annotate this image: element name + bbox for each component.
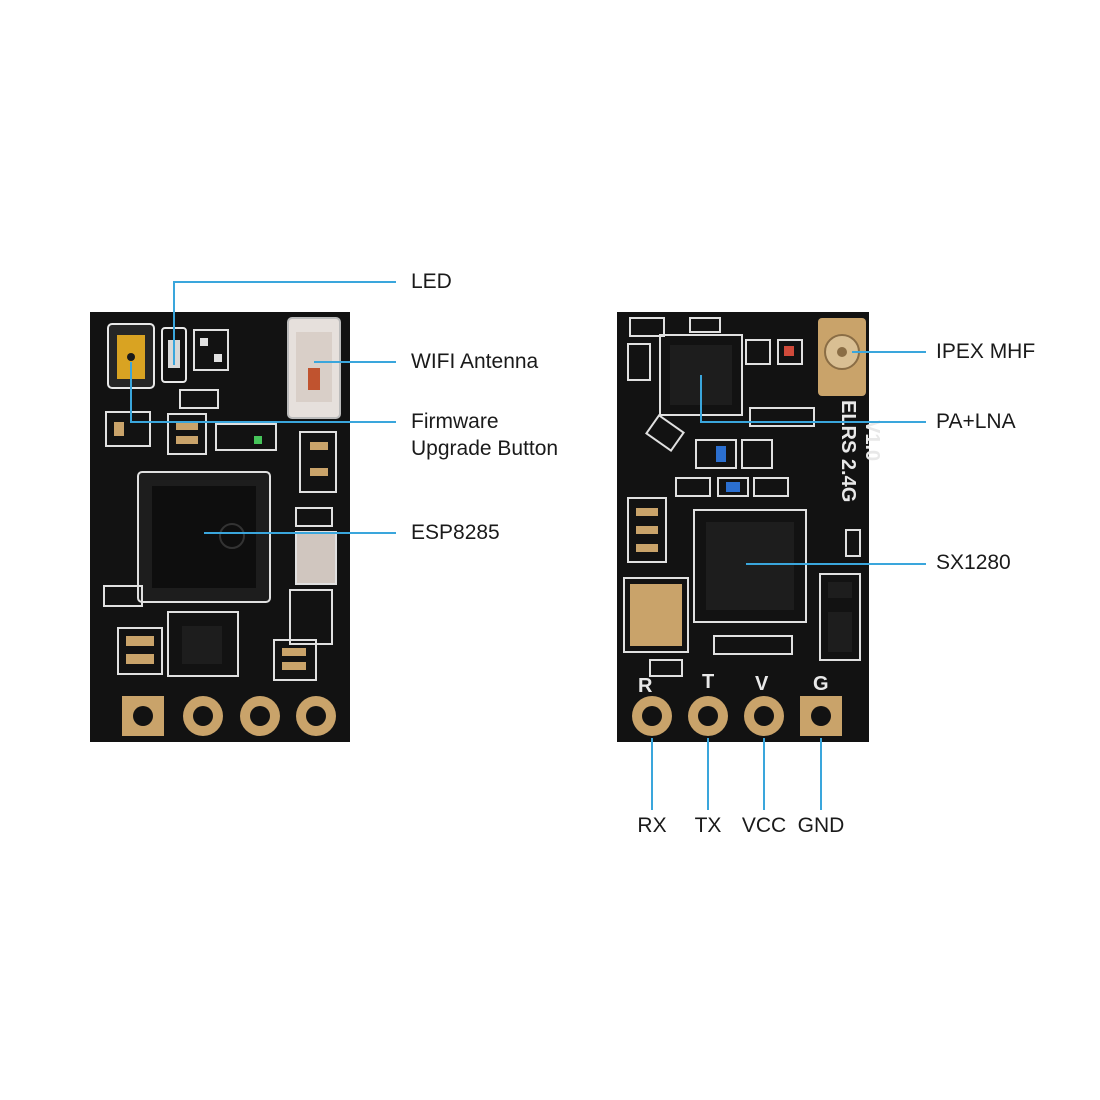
component-pad [126, 636, 154, 646]
pin-letter-t: T [702, 671, 714, 693]
ipex-center [837, 347, 847, 357]
component-pad [126, 654, 154, 664]
pin-label-tx: TX [694, 814, 722, 837]
status-led-green [254, 436, 262, 444]
component [627, 343, 651, 381]
firmware-label-line-2: Upgrade Button [411, 437, 559, 460]
component-pad [214, 354, 222, 362]
blue-component [726, 482, 740, 492]
esp8285-marking [219, 523, 245, 549]
right-callout-lines [651, 351, 926, 810]
right-board: R T V G ELRS 2.4G V1.0 [617, 312, 883, 742]
pin-letter-r: R [638, 675, 653, 697]
component [819, 573, 861, 661]
pin-letter-g: G [813, 673, 829, 695]
led-label: LED [411, 270, 452, 293]
wifi-antenna-feed [308, 368, 320, 390]
component [689, 317, 721, 333]
firmware-button-dot [127, 353, 135, 361]
component [273, 639, 317, 681]
sx1280-label: SX1280 [936, 551, 1011, 574]
component [627, 497, 667, 563]
component [215, 423, 277, 451]
crystal-outline [623, 577, 689, 653]
left-pad-hole [133, 706, 153, 726]
right-pad-hole [642, 706, 662, 726]
right-pad-hole [754, 706, 774, 726]
component [753, 477, 789, 497]
esp8285-label: ESP8285 [411, 521, 500, 544]
status-led-red [784, 346, 794, 356]
component [777, 339, 803, 365]
component [717, 477, 749, 497]
component-pad [114, 422, 124, 436]
component [749, 407, 815, 427]
component [295, 507, 333, 527]
sx1280-outline [693, 509, 807, 623]
left-board [90, 312, 350, 742]
component-body [828, 582, 852, 598]
component [105, 411, 151, 447]
sx1280-chip [706, 522, 794, 610]
led-callout-line [173, 281, 396, 365]
right-pad-hole [811, 706, 831, 726]
left-pad-hole [193, 706, 213, 726]
left-pad-hole [250, 706, 270, 726]
component [289, 589, 333, 645]
left-callout-lines [130, 281, 396, 534]
crystal [630, 584, 682, 646]
component [629, 317, 665, 337]
wifi-antenna-label: WIFI Antenna [411, 350, 539, 373]
component-pad [176, 422, 198, 430]
component [745, 339, 771, 365]
left-pad-hole [306, 706, 326, 726]
component [645, 413, 685, 453]
component-pad [636, 544, 658, 552]
component-pad [636, 508, 658, 516]
ipex-label: IPEX MHF [936, 340, 1036, 363]
silkscreen-line-1: ELRS 2.4G [837, 400, 859, 502]
component-pad [310, 468, 328, 476]
silkscreen-line-2: V1.0 [861, 420, 883, 461]
component-pad [200, 338, 208, 346]
crystal [295, 531, 337, 585]
right-pad-hole [698, 706, 718, 726]
component [741, 439, 773, 469]
firmware-label-line-1: Firmware [411, 410, 499, 433]
component [299, 431, 337, 493]
component-body [828, 612, 852, 652]
component [649, 659, 683, 677]
pin-label-rx: RX [637, 814, 667, 837]
component [193, 329, 229, 371]
pa-lna-callout-line [700, 375, 926, 423]
regulator-outline [167, 611, 239, 677]
component-pad [176, 436, 198, 444]
pin-label-vcc: VCC [741, 814, 787, 837]
component-pad [310, 442, 328, 450]
component [675, 477, 711, 497]
pin-label-gnd: GND [797, 814, 845, 837]
esp8285-die [152, 486, 256, 588]
component [103, 585, 143, 607]
pin-letter-v: V [755, 673, 769, 695]
regulator [182, 626, 222, 664]
component-pad [636, 526, 658, 534]
component [713, 635, 793, 655]
component [117, 627, 163, 675]
component [179, 389, 219, 409]
component-pad [282, 648, 306, 656]
component [845, 529, 861, 557]
component [695, 439, 737, 469]
silkscreen-text: ELRS 2.4G V1.0 [837, 400, 883, 502]
wifi-antenna-body [296, 332, 332, 402]
pa-lna-label: PA+LNA [936, 410, 1016, 433]
component [167, 413, 207, 455]
firmware-callout-line [130, 362, 396, 423]
component-pad [282, 662, 306, 670]
blue-component [716, 446, 726, 462]
